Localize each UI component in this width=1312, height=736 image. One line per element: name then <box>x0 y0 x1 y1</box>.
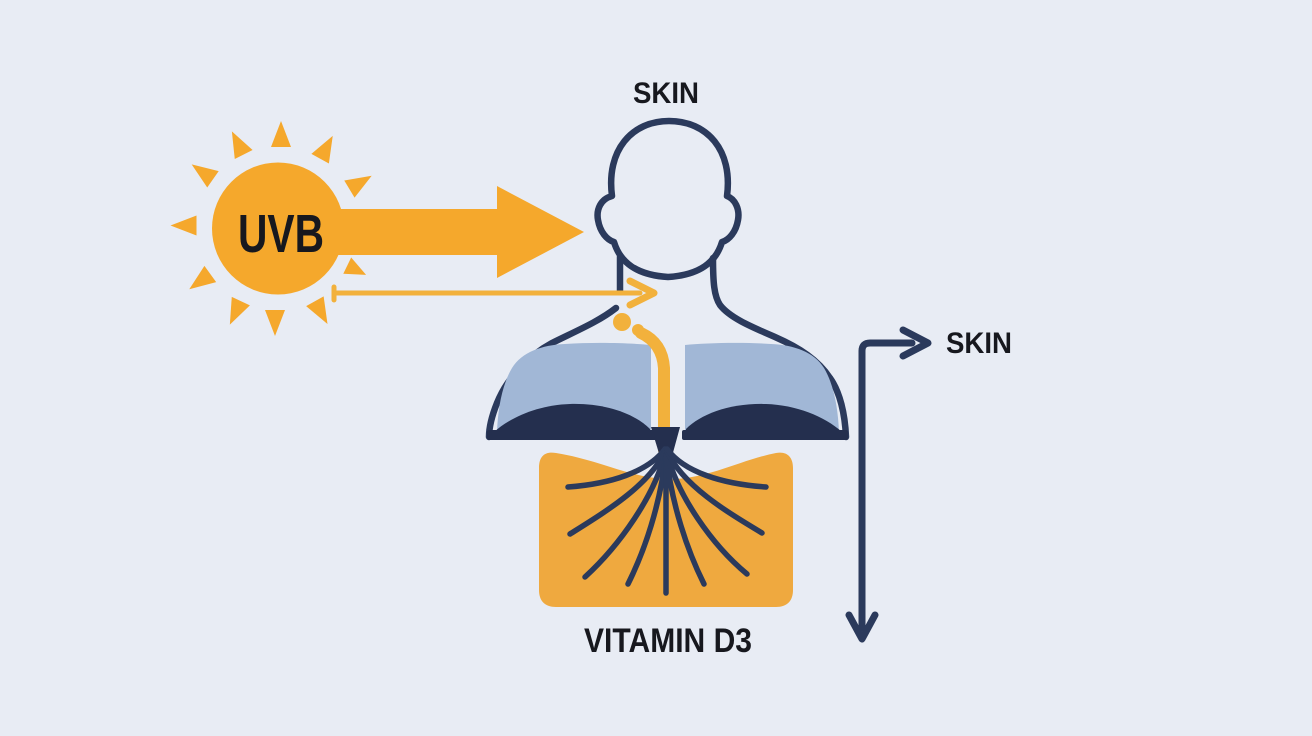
sun-ray <box>170 215 197 236</box>
uvb-arrow-icon <box>330 186 584 278</box>
sun-ray <box>191 164 219 188</box>
uvb-label: UVB <box>238 204 324 264</box>
thin-arrow-head <box>626 277 658 309</box>
sun-ray <box>229 296 250 325</box>
elbow-arrow-down-head <box>845 611 879 643</box>
sun-icon: UVB <box>170 121 584 336</box>
sun-ray <box>271 121 291 147</box>
uvb-arrow-shaft <box>330 209 500 255</box>
lungs-icon <box>487 342 848 440</box>
right-diaphragm-dome <box>686 403 842 432</box>
sun-ray <box>189 265 217 290</box>
sun-ray <box>231 131 253 160</box>
sun-ray <box>344 175 372 198</box>
sun-rays <box>170 121 377 336</box>
elbow-arrow-icon <box>845 326 932 643</box>
elbow-arrow-line <box>858 339 916 632</box>
vessel-branch <box>567 448 668 537</box>
sun-ray <box>306 296 328 324</box>
left-lung-base-bar <box>487 430 657 440</box>
vessel-branch <box>664 446 769 490</box>
uvb-arrow-head <box>497 186 584 278</box>
head-outline <box>594 117 742 281</box>
skin-top-label: SKIN <box>633 77 699 110</box>
vitamin-tube <box>635 327 670 456</box>
elbow-arrow-right-head <box>899 326 932 360</box>
sun-disc <box>212 162 344 295</box>
uvb-thin-ray-arrow-icon <box>331 277 658 309</box>
sun-ray <box>265 310 285 336</box>
sun-ray <box>311 135 333 164</box>
sun-ray <box>343 257 367 275</box>
left-diaphragm-dome <box>494 403 650 432</box>
neck-right-shoulder-line <box>709 254 850 441</box>
tube-dot-large <box>613 313 631 331</box>
right-lung-base-bar <box>682 430 848 440</box>
vessel-branch <box>664 448 765 536</box>
vessel-branch <box>582 450 668 580</box>
vessel-branches-icon <box>565 427 769 596</box>
vitamin-d3-label: VITAMIN D3 <box>584 622 752 660</box>
vessel-branch <box>565 446 668 490</box>
conversion-tube <box>613 313 670 456</box>
skin-right-label: SKIN <box>946 327 1012 360</box>
vessel-branch <box>664 450 750 577</box>
vessel-branch <box>663 452 707 587</box>
